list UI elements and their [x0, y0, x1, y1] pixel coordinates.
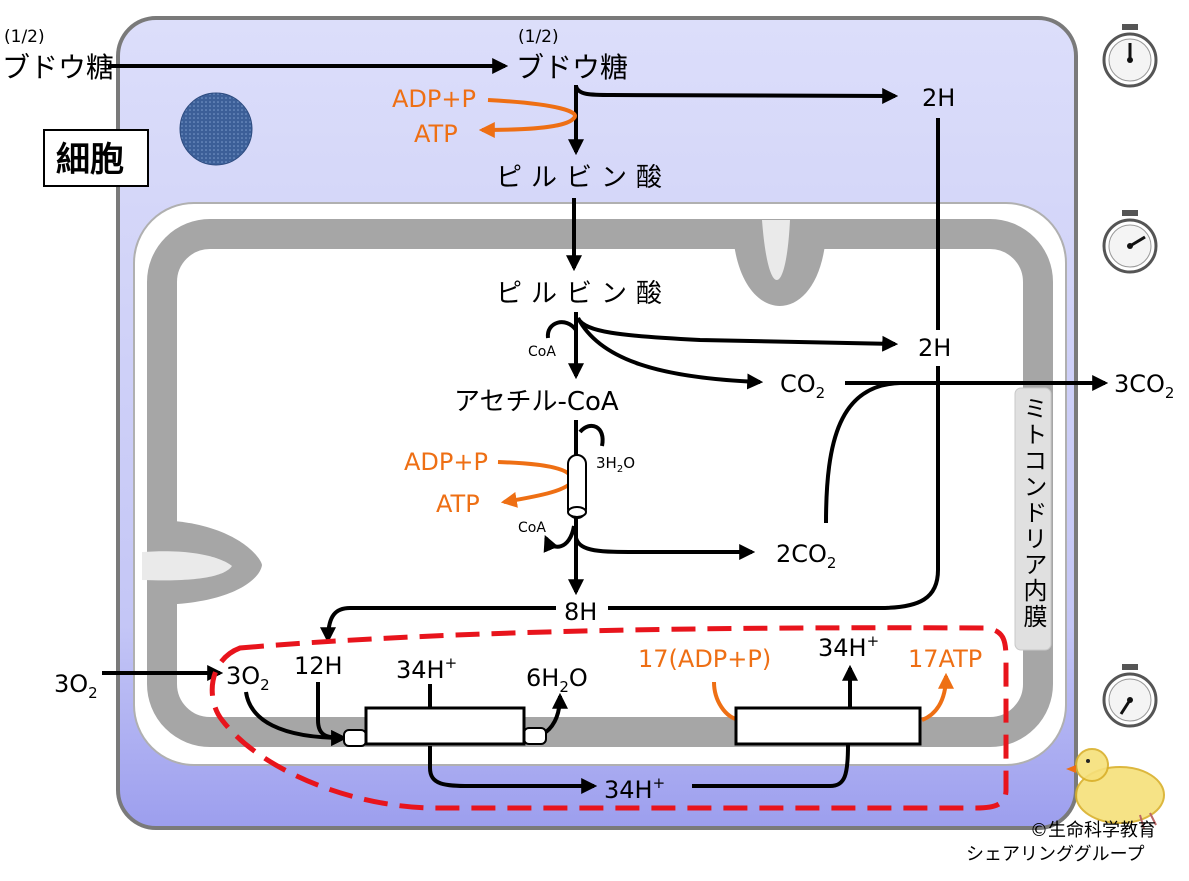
h2o-6-label: 6H2O	[526, 664, 588, 696]
hplus-34-label-a: 34H+	[396, 654, 457, 684]
co2-label-mid: CO2	[780, 370, 825, 402]
hplus-34-label-b: 34H+	[818, 632, 879, 662]
half-label-left: (1/2)	[4, 27, 45, 47]
coa-label-1: CoA	[528, 344, 556, 360]
adp-p-label-2: ADP+P	[404, 448, 488, 476]
stopper-right-cylinder	[523, 727, 547, 745]
h12-label: 12H	[294, 652, 343, 680]
tca-cylinder-end	[567, 506, 587, 518]
electron-transport-zone	[209, 625, 1009, 811]
glucose-label-top: ブドウ糖	[516, 51, 628, 84]
nucleus	[179, 92, 253, 166]
o2-outside-label: 3O2	[54, 670, 98, 702]
cell-label-box	[43, 129, 149, 187]
h2-label-top: 2H	[922, 84, 955, 112]
pyruvic-label-1: ピルビン酸	[496, 163, 671, 193]
hplus-34-label-c: 34H+	[604, 774, 665, 804]
h8-label: 8H	[564, 598, 597, 626]
co2-label-out: 3CO2	[1114, 370, 1174, 402]
copyright-line-1: ©生命科学教育	[1030, 820, 1156, 841]
glycolysis-2h-arrow	[574, 85, 899, 104]
coa-loop-2	[543, 525, 576, 553]
atp-label-1: ATP	[414, 120, 458, 148]
atp-17-label: 17ATP	[908, 645, 982, 673]
12h-to-complex-arrow	[316, 682, 348, 746]
8h-to-12h-arrow	[320, 606, 556, 644]
h2o-out-arrow	[544, 692, 568, 734]
coa-loop-1	[545, 320, 578, 339]
co2-join-curve	[824, 381, 901, 524]
proton-pump-arrow	[428, 746, 598, 794]
glucose-label-left: ブドウ糖	[2, 51, 114, 84]
co2-2-label: 2CO2	[776, 540, 836, 572]
half-label-top: (1/2)	[518, 27, 559, 47]
atp-synthase	[734, 706, 922, 746]
acetyl-coa-label: アセチル-CoA	[454, 387, 619, 417]
crista-top-light	[762, 220, 790, 280]
pyruvic-co2-arrow	[576, 317, 764, 390]
atp-label-2: ATP	[436, 490, 480, 518]
h2o-3-label: 3H2O	[596, 454, 635, 475]
co2-2-arrow	[574, 537, 756, 560]
pyruvic-label-2: ピルビン酸	[496, 279, 671, 309]
adp-p-17-label: 17(ADP+P)	[638, 645, 771, 673]
atp17-arrow	[921, 672, 954, 722]
stopwatch-icon	[1102, 24, 1158, 88]
stopwatch-icon	[1102, 664, 1158, 728]
glycolysis-atp-arrow	[478, 98, 577, 138]
proton-return-line	[692, 744, 850, 788]
cell-label: 細胞	[56, 140, 124, 180]
stopper-left-cylinder	[343, 729, 367, 747]
membrane-label-box	[1014, 387, 1052, 651]
h2-label-mid: 2H	[918, 334, 951, 362]
membrane-label: ミトコンドリア内膜	[1019, 396, 1047, 630]
o2-inside-label: 3O2	[226, 662, 270, 694]
2h-down-line	[608, 366, 940, 610]
copyright-line-2: シェアリンググループ	[966, 844, 1145, 865]
electron-transport-complex	[364, 706, 526, 746]
stopwatch-icon	[1102, 210, 1158, 274]
chick-mascot-icon	[1066, 748, 1165, 830]
crista-left-light	[142, 551, 232, 581]
h2o-loop	[578, 423, 605, 447]
adp-p-label-1: ADP+P	[392, 85, 476, 113]
o2-to-complex-arrow	[244, 691, 348, 746]
coa-label-2: CoA	[518, 520, 546, 536]
